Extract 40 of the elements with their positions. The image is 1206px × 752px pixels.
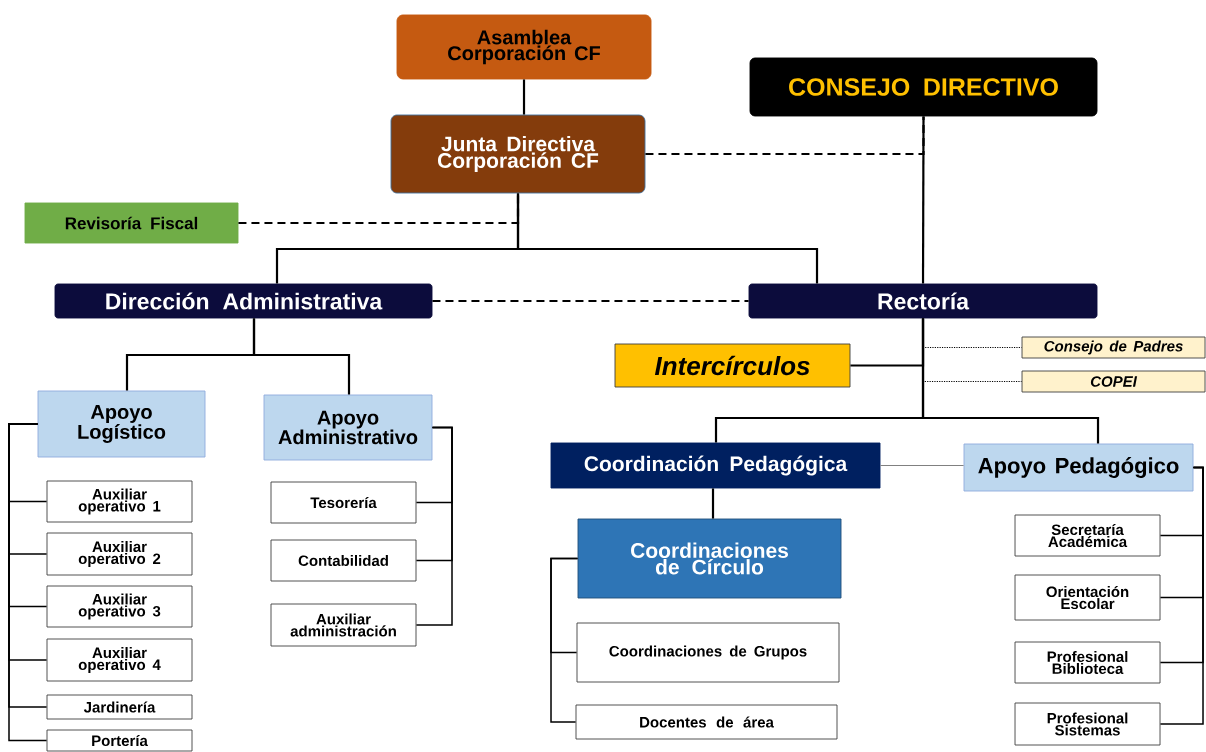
position-box: Rectoría [748,283,1098,319]
position-box: Contabilidad [270,539,417,582]
position-box: Auxiliar administración [270,603,417,647]
connector-line [879,464,965,467]
connector-line [432,299,749,303]
position-box: Dirección Administrativa [54,283,433,319]
position-box: Apoyo Administrativo [263,394,433,461]
position-box: CONSEJO DIRECTIVO [749,57,1098,117]
position-box: Junta Directiva Corporación CF [390,114,646,194]
position-box: Apoyo Logístico [37,390,206,458]
position-box: Profesional Sistemas [1014,702,1161,746]
connector-line [522,79,526,115]
position-box: Auxiliar operativo 2 [46,532,193,576]
position-box: Coordinaciones de Grupos [576,622,840,683]
position-box: Portería [46,729,193,752]
position-box: Secretaría Académica [1014,514,1161,557]
position-box: Apoyo Pedagógico [963,443,1194,492]
connector-line [415,426,453,626]
position-box: Coordinaciones de Círculo [577,518,842,599]
position-box: Tesorería [270,481,417,524]
position-box: Consejo de Padres [1021,336,1206,359]
position-box: Auxiliar operativo 4 [46,638,193,682]
position-box: Intercírculos [614,343,851,388]
connector-line [921,116,925,284]
connector-line [252,318,351,395]
connector-line [921,318,1100,444]
connector-line [1159,466,1204,725]
connector-line [711,488,715,519]
position-box: Auxiliar operativo 1 [46,480,193,523]
position-box: Orientación Escolar [1014,574,1161,621]
position-box: Asamblea Corporación CF [396,14,652,80]
connector-line [550,557,579,723]
position-box: Auxiliar operativo 3 [46,585,193,628]
position-box: COPEI [1021,370,1206,393]
position-box: Revisoría Fiscal [24,202,239,244]
position-box: Coordinación Pedagógica [550,442,881,489]
position-box: Profesional Biblioteca [1014,641,1161,684]
connector-line [516,193,819,284]
position-box: Jardinería [46,694,193,720]
position-box: Docentes de área [575,704,838,740]
